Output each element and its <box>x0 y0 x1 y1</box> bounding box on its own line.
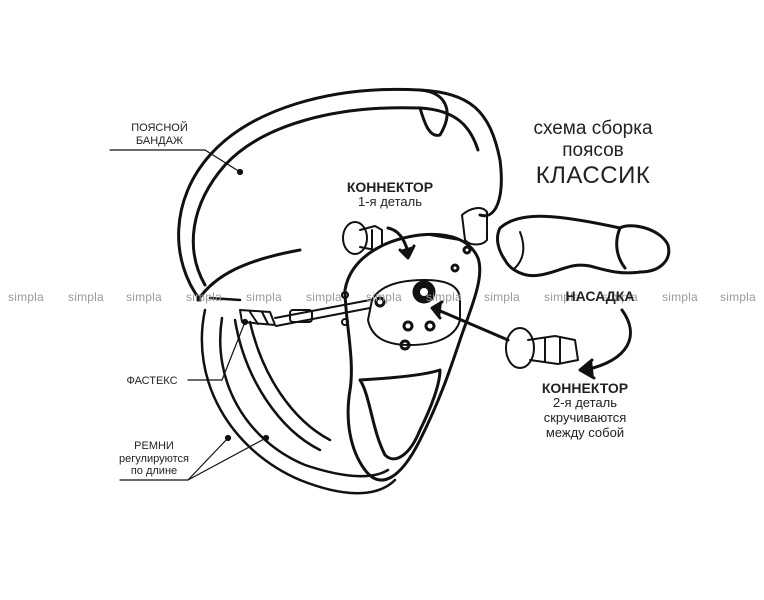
watermark: simpla <box>426 290 462 304</box>
watermark: simpla <box>602 290 638 304</box>
label-waist-band: ПОЯСНОЙ БАНДАЖ <box>112 122 207 147</box>
watermark: simpla <box>306 290 342 304</box>
waist-line-2: БАНДАЖ <box>135 134 184 147</box>
label-nozzle: НАСАДКА <box>565 288 635 304</box>
watermark: simpla <box>544 290 580 304</box>
connector1-sub: 1-я деталь <box>358 194 422 210</box>
connector2-sub-1: 2-я деталь <box>553 395 617 411</box>
watermark: simpla <box>720 290 756 304</box>
waist-line-1: ПОЯСНОЙ <box>131 122 188 134</box>
connector2-sub-2: скручиваются <box>543 410 627 426</box>
watermark: simpla <box>186 290 222 304</box>
nozzle <box>496 214 671 278</box>
strap-loops <box>200 296 397 495</box>
label-fastex: ФАСТЕКС <box>126 375 178 387</box>
watermark: simpla <box>126 290 162 304</box>
arrows <box>386 226 632 380</box>
watermark: simpla <box>366 290 402 304</box>
leader-lines <box>109 149 270 481</box>
watermark: simpla <box>68 290 104 304</box>
label-connector-1: КОННЕКТОР 1-я деталь <box>330 179 450 210</box>
watermark: simpla <box>662 290 698 304</box>
watermark: simpla <box>8 290 44 304</box>
title-line-3: КЛАССИК <box>535 161 651 189</box>
connector1-title: КОННЕКТОР <box>346 179 434 195</box>
diagram-title: схема сборка поясов КЛАССИК <box>518 118 668 189</box>
straps-line-2: регулируются <box>119 452 189 465</box>
connector-2 <box>505 327 579 369</box>
connector2-sub-3: между собой <box>545 424 625 440</box>
label-straps: РЕМНИ регулируются по длине <box>108 440 200 478</box>
title-line-1: схема сборка <box>533 118 653 139</box>
waist-band <box>177 87 503 302</box>
connector2-title: КОННЕКТОР <box>541 380 629 396</box>
fastex-buckle <box>239 291 371 327</box>
straps-line-1: РЕМНИ <box>134 440 174 452</box>
watermark: simpla <box>484 290 520 304</box>
title-line-2: поясов <box>562 139 624 161</box>
label-connector-2: КОННЕКТОР 2-я деталь скручиваются между … <box>520 380 650 441</box>
watermark: simpla <box>246 290 282 304</box>
connector-1 <box>342 221 383 255</box>
straps-line-3: по длине <box>130 465 178 478</box>
front-panel <box>343 207 488 482</box>
